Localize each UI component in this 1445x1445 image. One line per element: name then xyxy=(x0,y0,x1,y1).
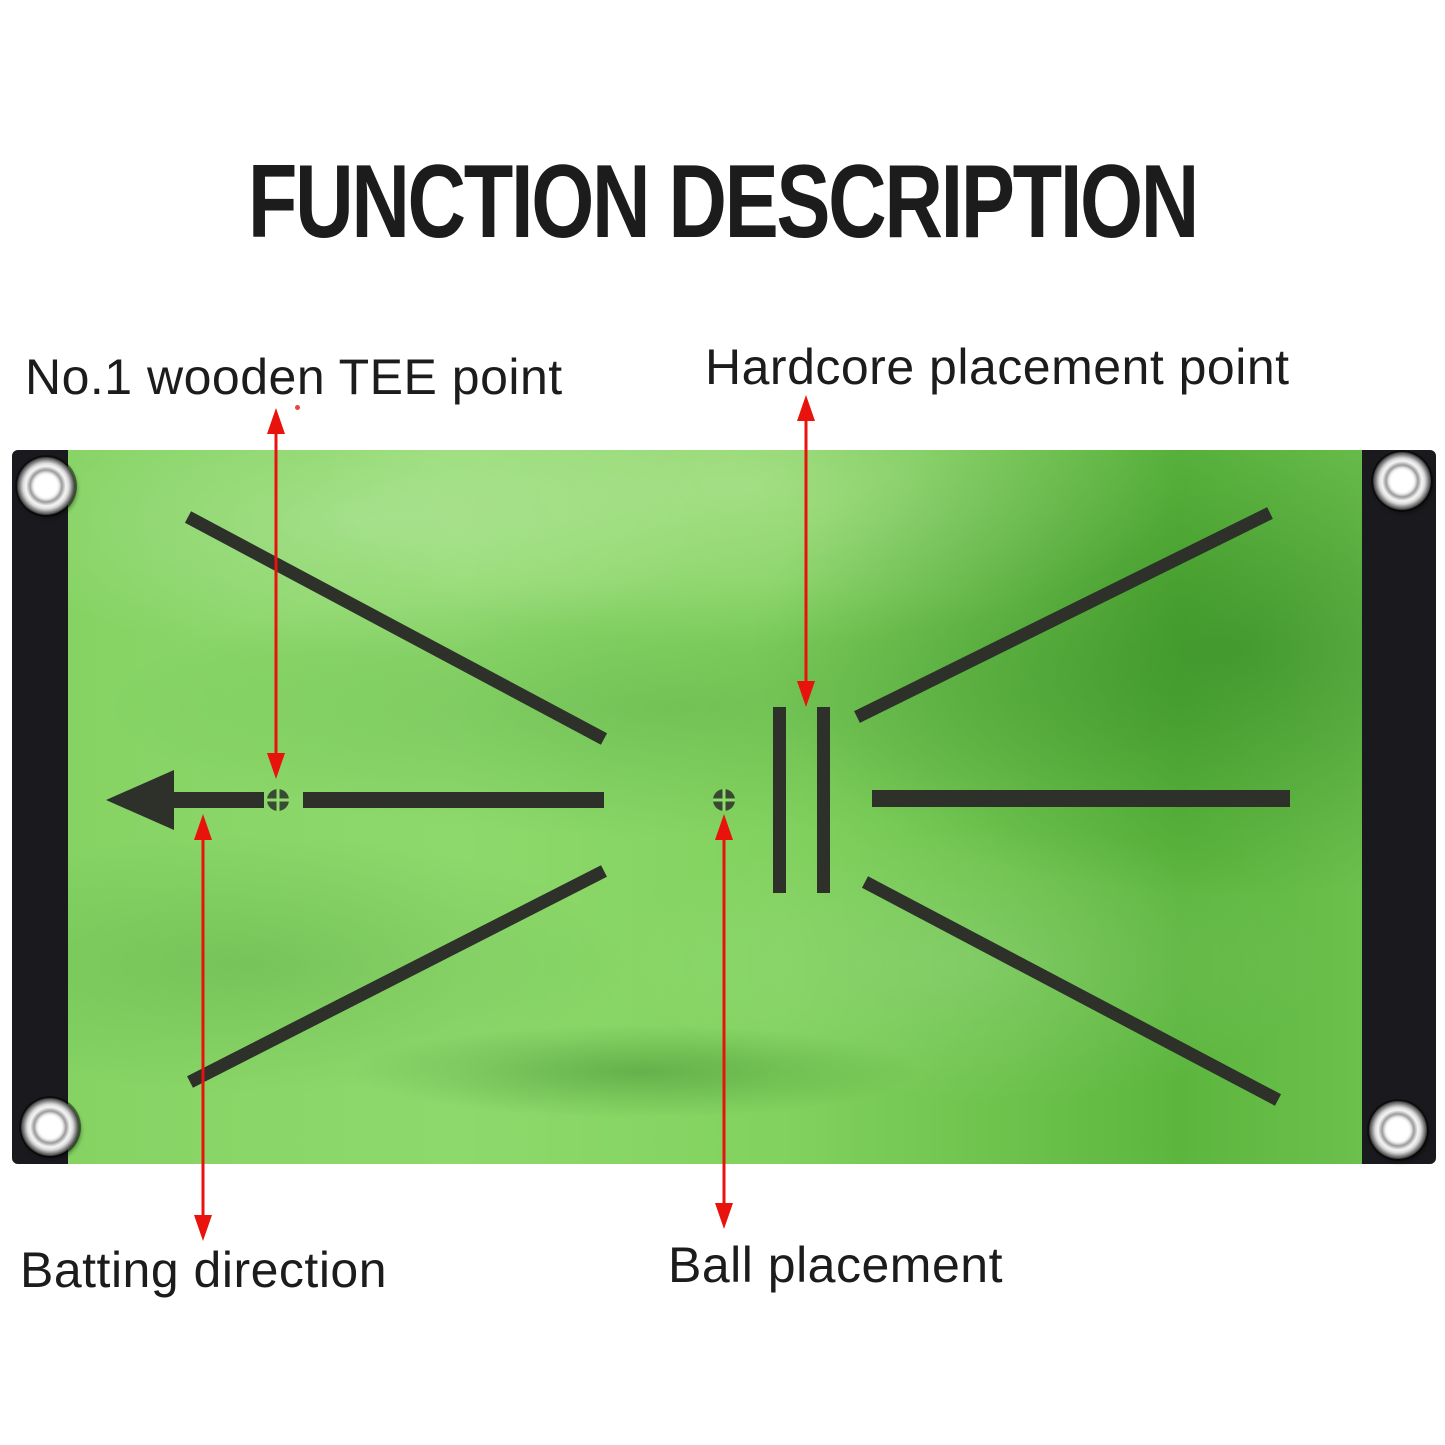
grommet-icon xyxy=(21,1098,79,1156)
tee-point-pointer-arrow-icon xyxy=(267,408,285,779)
batting-direction-arrow-icon xyxy=(106,770,264,830)
training-mat xyxy=(12,450,1436,1164)
tee-cross-icon xyxy=(267,789,289,811)
right-center-line xyxy=(872,790,1290,807)
red-speck-artifact xyxy=(295,405,300,410)
hardcore-line-right xyxy=(817,707,830,893)
page-title: FUNCTION DESCRIPTION xyxy=(0,150,1445,254)
ball-cross-icon xyxy=(713,789,735,811)
hardcore-line-left xyxy=(773,707,786,893)
upper-right-swing-line xyxy=(854,507,1273,723)
grommet-icon xyxy=(17,457,75,515)
grommet-icon xyxy=(1369,1101,1427,1159)
label-batting-direction: Batting direction xyxy=(20,1242,388,1298)
left-center-line xyxy=(303,792,604,808)
label-tee-point: No.1 wooden TEE point xyxy=(25,349,563,405)
ball-placement-pointer-arrow-icon xyxy=(715,814,733,1229)
mat-markings xyxy=(106,507,1290,1106)
lower-left-swing-line xyxy=(187,865,607,1088)
upper-left-swing-line xyxy=(184,511,608,745)
label-hardcore-placement-point: Hardcore placement point xyxy=(705,339,1290,395)
hardcore-point-pointer-arrow-icon xyxy=(797,395,815,707)
batting-direction-pointer-arrow-icon xyxy=(194,814,212,1241)
lower-right-swing-line xyxy=(861,876,1282,1106)
page-title-text: FUNCTION DESCRIPTION xyxy=(247,144,1200,260)
grommet-icon xyxy=(1373,452,1431,510)
label-ball-placement: Ball placement xyxy=(668,1237,1003,1293)
